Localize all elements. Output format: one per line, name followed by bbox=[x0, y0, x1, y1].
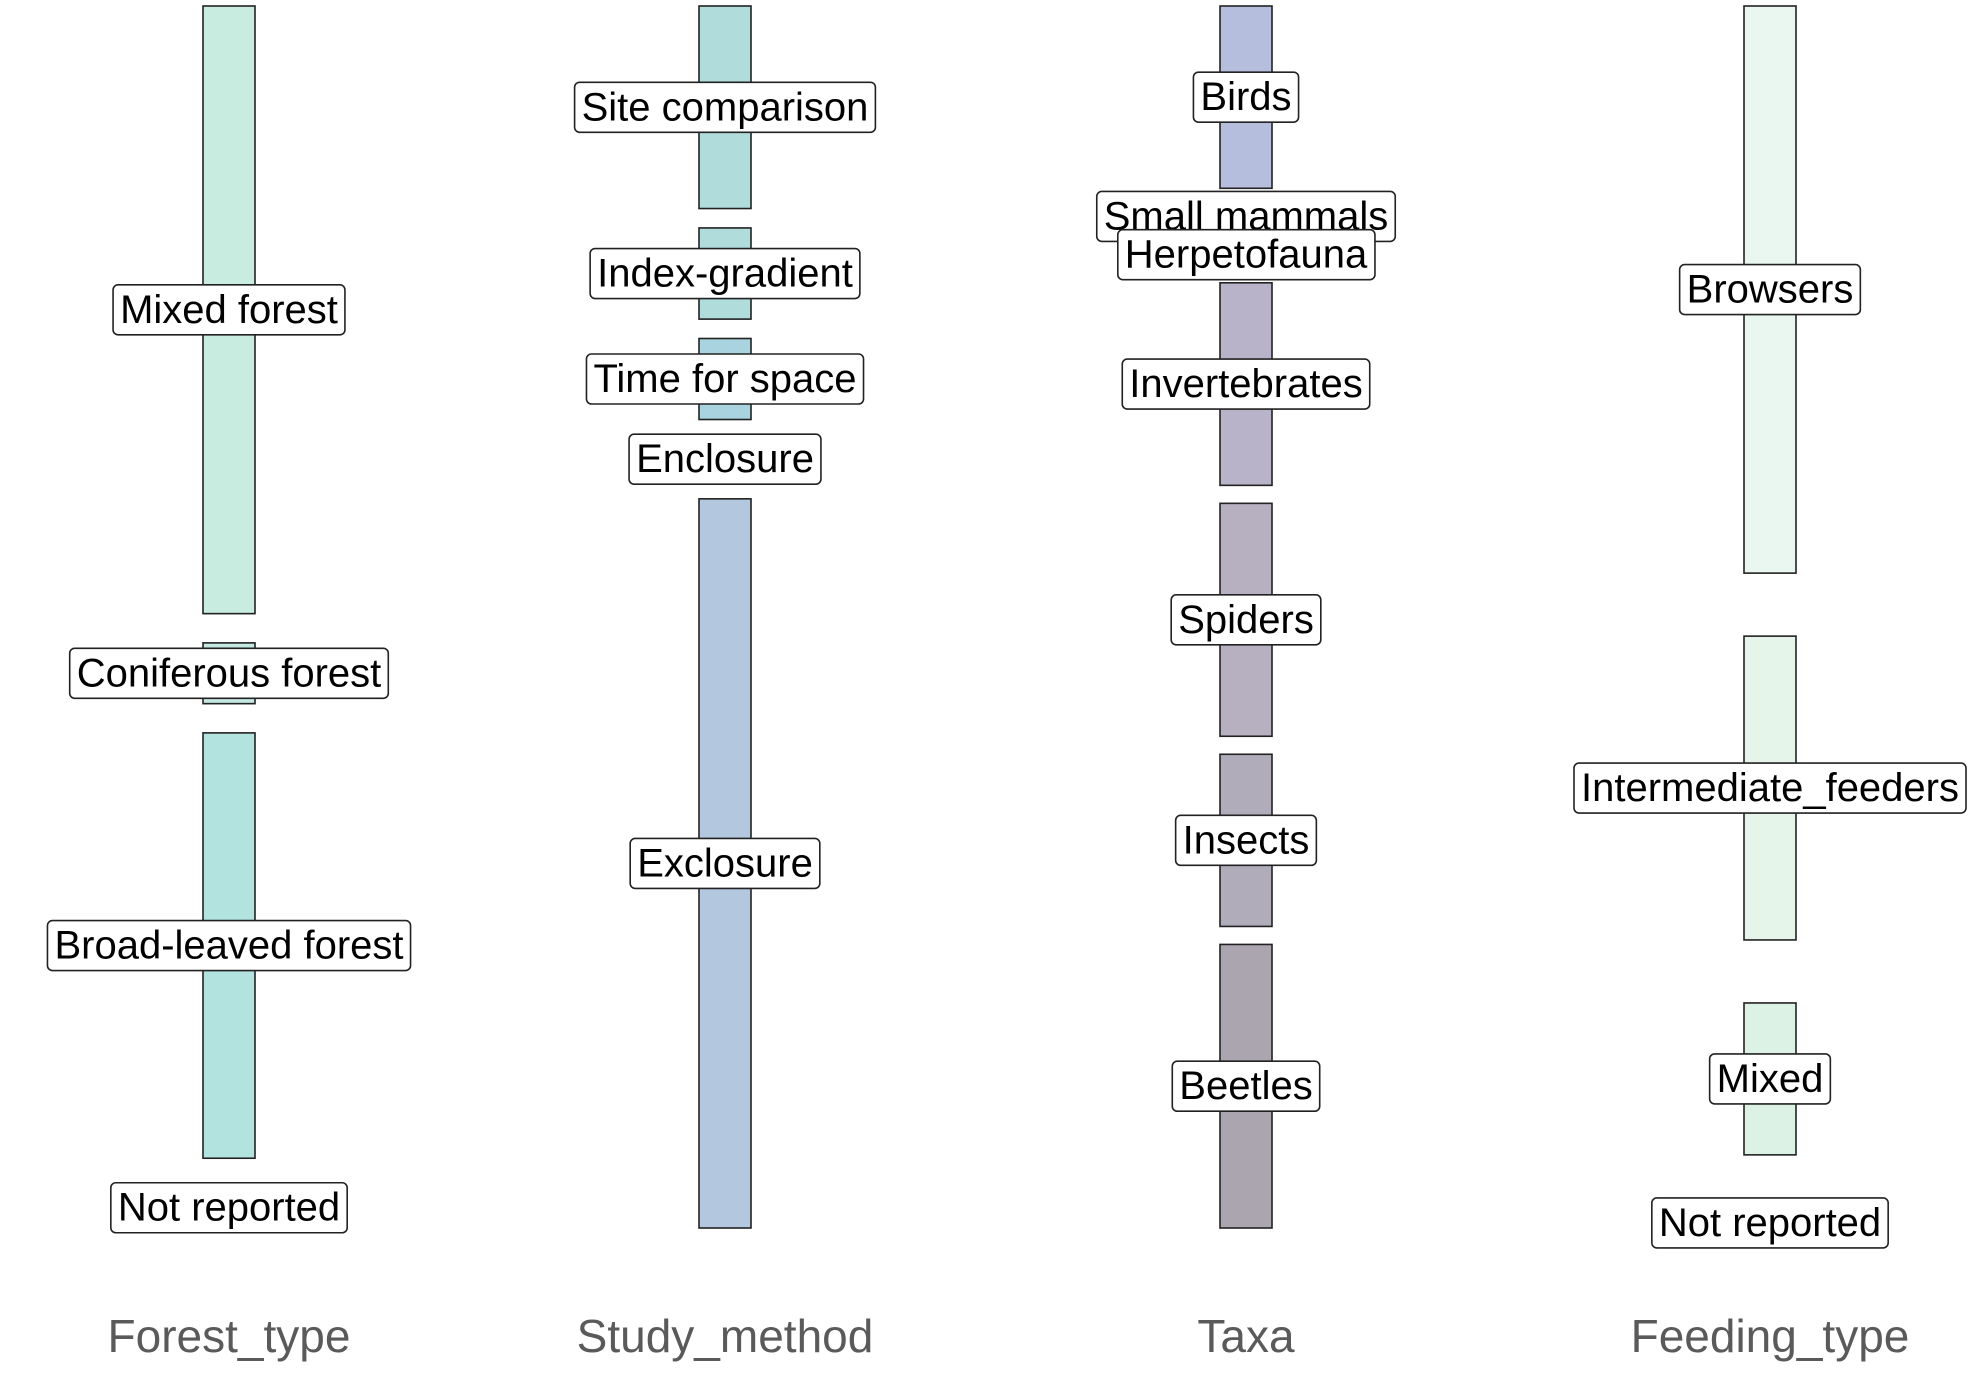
node-label-m_encl: Enclosure bbox=[628, 433, 822, 485]
node-label-f_nr: Not reported bbox=[110, 1181, 348, 1234]
node-label-box bbox=[46, 919, 412, 972]
flow-t_beet-to-d_brow bbox=[1272, 411, 1744, 1106]
node-label-t_ins: Insects bbox=[1174, 814, 1318, 867]
node-label-box bbox=[1170, 594, 1322, 646]
flow-m_index-to-t_spid bbox=[751, 268, 1220, 564]
node-label-d_inter: Intermediate_feeders bbox=[1573, 762, 1967, 814]
node-label-box bbox=[1651, 1197, 1889, 1249]
nodes-layer bbox=[202, 5, 1797, 1229]
axis-label-feeding_type: Feeding_type bbox=[1631, 1310, 1910, 1362]
node-label-box bbox=[1174, 814, 1318, 867]
flow-t_birds-to-d_nr bbox=[1272, 168, 1744, 1228]
node-label-text: Spiders bbox=[1178, 598, 1314, 642]
node-label-d_mixed: Mixed bbox=[1708, 1053, 1832, 1105]
node-label-text: Mixed forest bbox=[120, 288, 338, 332]
node-label-text: Browsers bbox=[1687, 268, 1854, 312]
node-label-m_index: Index-gradient bbox=[589, 247, 861, 300]
flow-m_time-to-t_spid bbox=[751, 399, 1220, 574]
node-label-text: Coniferous forest bbox=[77, 651, 382, 695]
node-label-d_nr: Not reported bbox=[1651, 1197, 1889, 1249]
node-label-text: Intermediate_feeders bbox=[1581, 766, 1959, 810]
flow-m_excl-to-t_ins bbox=[751, 785, 1220, 985]
node-label-t_inv: Invertebrates bbox=[1121, 358, 1371, 410]
flow-t_ins-to-d_brow bbox=[1272, 350, 1744, 815]
node-label-box bbox=[1678, 263, 1862, 316]
node-label-box bbox=[585, 353, 865, 405]
node-label-text: Herpetofauna bbox=[1125, 233, 1368, 277]
node-label-box bbox=[112, 284, 346, 336]
node-label-text: Broad-leaved forest bbox=[54, 924, 403, 968]
node-label-m_time: Time for space bbox=[585, 353, 865, 405]
node-label-text: Exclosure bbox=[637, 841, 813, 885]
node-label-text: Not reported bbox=[1659, 1201, 1881, 1245]
flow-f_mixed-to-m_index bbox=[255, 128, 699, 269]
node-label-text: Enclosure bbox=[636, 437, 814, 481]
node-label-t_herp: Herpetofauna bbox=[1116, 228, 1376, 281]
flow-t_inv-to-d_inter bbox=[1272, 384, 1744, 697]
flow-m_excl-to-t_spid bbox=[751, 574, 1220, 843]
node-label-t_spid: Spiders bbox=[1170, 594, 1322, 646]
flow-m_site-to-t_birds bbox=[751, 6, 1220, 87]
node-label-t_beet: Beetles bbox=[1171, 1060, 1321, 1113]
node-label-box bbox=[1192, 71, 1300, 123]
node-label-box bbox=[68, 647, 390, 700]
node-label-text: Invertebrates bbox=[1129, 362, 1362, 406]
node-label-text: Insects bbox=[1183, 818, 1310, 862]
node-label-text: Beetles bbox=[1179, 1064, 1312, 1108]
axis-labels-layer: Forest_type Study_method Taxa Feeding_type bbox=[108, 1310, 1910, 1362]
node-label-d_brow: Browsers bbox=[1678, 263, 1862, 316]
flow-t_inv-to-d_mixed bbox=[1272, 425, 1744, 1044]
flow-t_spid-to-d_brow bbox=[1272, 269, 1744, 584]
node-label-m_excl: Exclosure bbox=[629, 837, 821, 890]
axis-label-taxa: Taxa bbox=[1197, 1310, 1295, 1362]
node-label-box bbox=[1573, 762, 1967, 814]
node-label-box bbox=[628, 433, 822, 485]
node-label-text: Birds bbox=[1200, 75, 1291, 119]
node-label-text: Time for space bbox=[593, 357, 856, 401]
node-label-text: Mixed bbox=[1717, 1057, 1824, 1101]
node-label-box bbox=[573, 81, 877, 134]
node-label-f_conif: Coniferous forest bbox=[68, 647, 390, 700]
node-label-box bbox=[629, 837, 821, 890]
node-label-text: Index-gradient bbox=[597, 252, 853, 296]
node-label-box bbox=[1116, 228, 1376, 281]
flow-f_conif-to-m_time bbox=[255, 359, 699, 684]
node-label-f_broad: Broad-leaved forest bbox=[46, 919, 412, 972]
axis-label-study_method: Study_method bbox=[577, 1310, 874, 1362]
node-label-f_mixed: Mixed forest bbox=[112, 284, 346, 336]
node-label-box bbox=[1171, 1060, 1321, 1113]
node-label-text: Not reported bbox=[118, 1186, 340, 1230]
flow-t_beet-to-d_inter bbox=[1272, 859, 1744, 1188]
flow-f_nr-to-m_time bbox=[255, 409, 699, 1207]
flow-t_spid-to-d_mixed bbox=[1272, 686, 1744, 1084]
node-label-box bbox=[1121, 358, 1371, 410]
node-label-box bbox=[1708, 1053, 1832, 1105]
node-label-box bbox=[589, 247, 861, 300]
flows-layer bbox=[255, 6, 1744, 1228]
node-label-t_birds: Birds bbox=[1192, 71, 1300, 123]
node-label-box bbox=[110, 1181, 348, 1234]
flow-t_ins-to-d_mixed bbox=[1272, 876, 1744, 1115]
node-label-text: Site comparison bbox=[582, 85, 869, 129]
flow-m_excl-to-t_beet bbox=[751, 985, 1220, 1208]
flow-m_excl-to-t_inv bbox=[751, 364, 1220, 681]
axis-label-forest_type: Forest_type bbox=[108, 1310, 351, 1362]
node-label-m_site: Site comparison bbox=[573, 81, 877, 134]
flow-t_birds-to-d_brow bbox=[1272, 6, 1744, 128]
